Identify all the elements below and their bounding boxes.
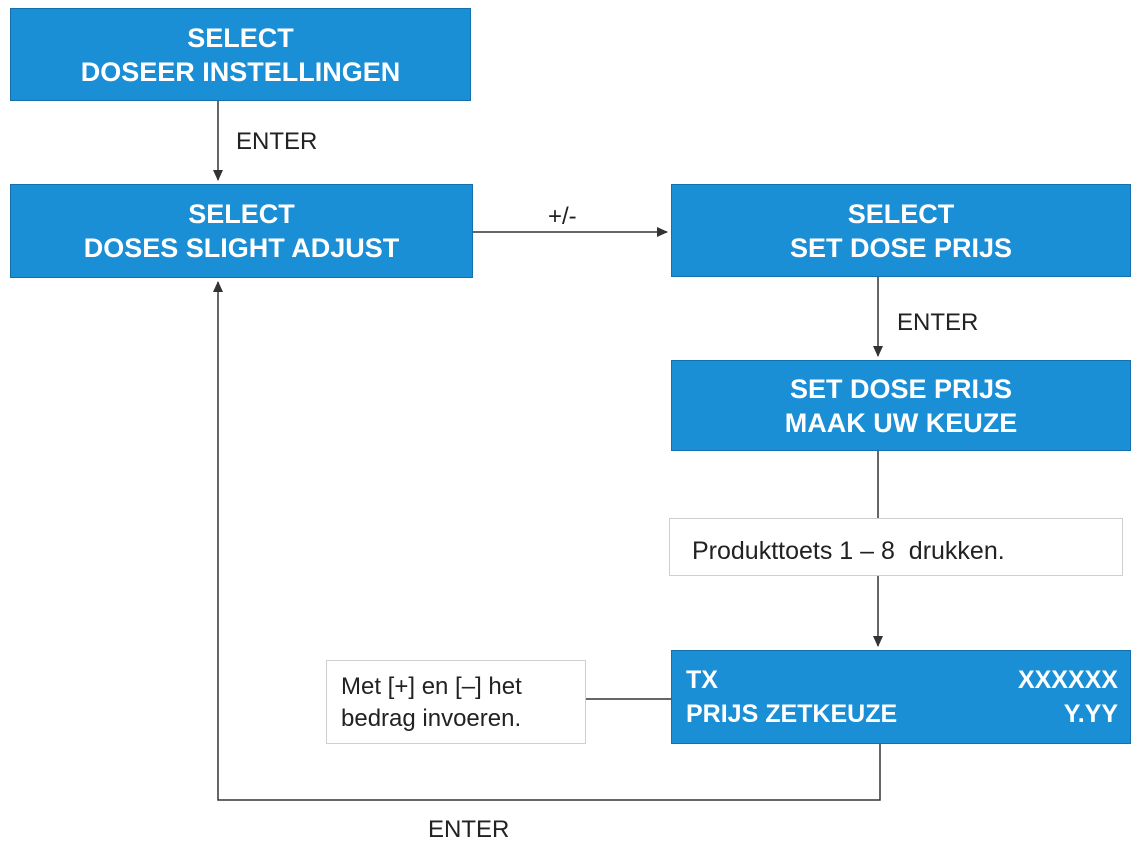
tx-value: XXXXXX — [1017, 666, 1118, 694]
note-line: Met [+] en [–] het — [341, 673, 522, 700]
note-line: bedrag invoeren. — [341, 705, 522, 732]
select-doseer-instellingen-box: SELECT DOSEER INSTELLINGEN — [10, 8, 471, 101]
prijs-zetkeuze-box: TX XXXXXX PRIJS ZETKEUZE Y.YY — [671, 650, 1131, 744]
enter-label-top: ENTER — [236, 128, 318, 155]
tx-label: TX — [686, 666, 718, 694]
select-set-dose-prijs-box: SELECT SET DOSE PRIJS — [671, 184, 1131, 277]
box-line: MAAK UW KEUZE — [784, 407, 1018, 438]
note-text: Produkttoets 1 – 8 drukken. — [692, 537, 1005, 565]
box-line: SET DOSE PRIJS — [789, 232, 1013, 263]
box-row-top: TX XXXXXX — [686, 663, 1118, 697]
arrow-enter-return — [213, 281, 881, 801]
prijs-value: Y.YY — [1063, 700, 1118, 728]
box-line: DOSES SLIGHT ADJUST — [83, 233, 400, 263]
enter-label-right: ENTER — [897, 309, 979, 336]
prijs-zetkeuze-label: PRIJS ZETKEUZE — [686, 700, 898, 728]
box-line: SELECT — [188, 199, 295, 229]
box-line: SELECT — [187, 22, 294, 53]
plus-minus-label: +/- — [548, 203, 577, 230]
produkttoets-note: Produkttoets 1 – 8 drukken. — [669, 518, 1123, 576]
box-line: SET DOSE PRIJS — [789, 373, 1013, 404]
enter-label-bottom: ENTER — [428, 816, 510, 843]
box-row-bottom: PRIJS ZETKEUZE Y.YY — [686, 697, 1118, 731]
box-line: DOSEER INSTELLINGEN — [80, 56, 401, 87]
select-doses-slight-adjust-box: SELECT DOSES SLIGHT ADJUST — [10, 184, 473, 278]
set-dose-prijs-maak-uw-keuze-box: SET DOSE PRIJS MAAK UW KEUZE — [671, 360, 1131, 451]
box-line: SELECT — [847, 198, 955, 229]
bedrag-invoeren-note: Met [+] en [–] het bedrag invoeren. — [326, 660, 586, 744]
